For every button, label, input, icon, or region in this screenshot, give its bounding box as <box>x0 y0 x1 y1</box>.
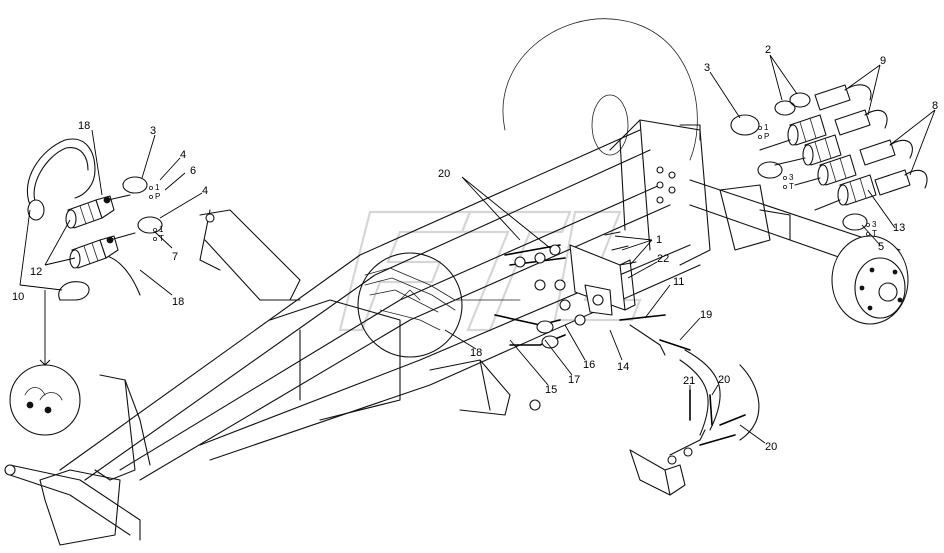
left-coupling-group <box>26 138 163 301</box>
callout-18-left-top: 18 <box>78 120 90 132</box>
callout-18-center: 18 <box>470 347 482 359</box>
callout-20-top: 20 <box>438 168 450 180</box>
callout-13: 13 <box>893 222 905 234</box>
callout-numbers: 18 3 4 6 4 7 12 10 18 20 1 22 11 19 18 1… <box>12 44 938 453</box>
callout-6: 6 <box>190 165 196 177</box>
callout-18-left-bottom: 18 <box>172 296 184 308</box>
port-mark-right-Tb: T <box>872 229 877 238</box>
port-mark-left-P: P <box>155 192 160 201</box>
port-mark-left-T: T <box>159 234 164 243</box>
port-markings: 1 P 1 T 1 P 3 T 3 T <box>148 123 877 243</box>
callout-10: 10 <box>12 291 24 303</box>
port-mark-right-T: T <box>789 182 794 191</box>
leader-lines <box>19 54 936 444</box>
callout-20-bottom: 20 <box>765 441 777 453</box>
callout-12: 12 <box>30 266 42 278</box>
callout-15: 15 <box>545 384 557 396</box>
callout-22: 22 <box>657 253 669 265</box>
port-mark-right-3: 3 <box>789 173 794 182</box>
callout-17: 17 <box>568 374 580 386</box>
callout-14: 14 <box>617 361 629 373</box>
callout-8: 8 <box>932 100 938 112</box>
port-mark-right-3b: 3 <box>872 220 877 229</box>
callout-3-left: 3 <box>150 125 156 137</box>
callout-11: 11 <box>673 276 684 288</box>
callout-5: 5 <box>878 241 884 253</box>
callout-1: 1 <box>656 234 662 246</box>
port-mark-left-1: 1 <box>155 183 160 192</box>
detail-circles <box>9 252 521 436</box>
callout-4-left-mid: 4 <box>202 185 208 197</box>
callout-3-right: 3 <box>704 62 710 74</box>
port-mark-left-1b: 1 <box>159 225 164 234</box>
callout-20-mid: 20 <box>718 374 730 386</box>
callout-9: 9 <box>880 55 886 67</box>
trailer-frame <box>4 119 909 546</box>
callout-7: 7 <box>172 251 178 263</box>
callout-4-left-top: 4 <box>180 149 186 161</box>
port-mark-right-1: 1 <box>764 123 769 132</box>
right-coupling-group <box>730 84 928 231</box>
callout-19: 19 <box>700 309 712 321</box>
callout-16: 16 <box>583 359 595 371</box>
port-mark-right-P: P <box>764 132 769 141</box>
callout-2: 2 <box>765 44 771 56</box>
spare-wheel-outline <box>502 18 698 161</box>
callout-21: 21 <box>683 375 695 387</box>
